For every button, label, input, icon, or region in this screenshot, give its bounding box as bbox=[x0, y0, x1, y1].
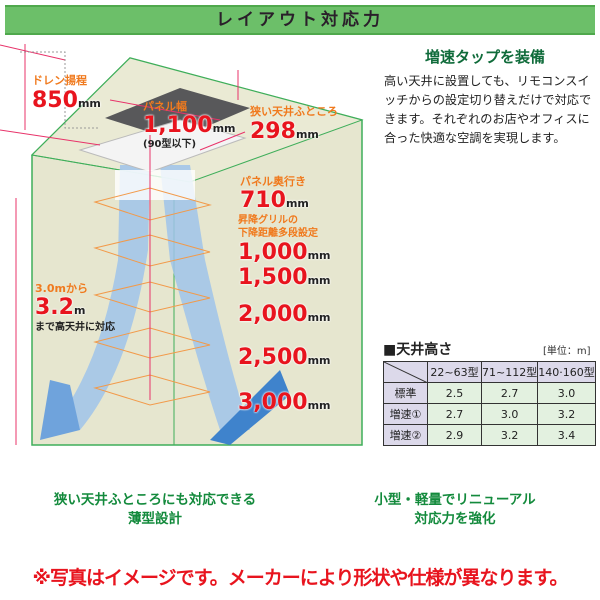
caption-line: 対応力を強化 bbox=[414, 511, 496, 527]
unit: mm bbox=[212, 122, 236, 135]
panel-width-number: 1,100 bbox=[143, 113, 213, 138]
row-header: 標準 bbox=[383, 382, 428, 404]
table-cell: 2.5 bbox=[427, 382, 482, 404]
corner-cell bbox=[383, 361, 428, 383]
column-header: 71~112型 bbox=[480, 361, 539, 383]
table-cell: 2.9 bbox=[427, 424, 482, 446]
row-header: 増速① bbox=[383, 403, 428, 425]
table-cell: 2.7 bbox=[427, 403, 482, 425]
column-header: 140·160型 bbox=[537, 361, 596, 383]
feature-thin-design: 狭い天井ふところにも対応できる 薄型設計 bbox=[10, 491, 300, 529]
ceiling-space-number: 298 bbox=[250, 119, 296, 144]
distance-value: 3,000 bbox=[238, 390, 308, 415]
disclaimer-note: ※写真はイメージです。メーカーにより形状や仕様が異なります。 bbox=[32, 567, 569, 589]
distance-value: 2,500 bbox=[238, 345, 308, 370]
unit: mm bbox=[307, 354, 331, 367]
unit: mm bbox=[307, 274, 331, 287]
room-diagram bbox=[0, 44, 364, 446]
grille-distance: 2,500mm bbox=[238, 347, 331, 369]
height-from: 3.0mから bbox=[35, 282, 88, 295]
panel-depth-value: 710mm bbox=[240, 190, 309, 212]
table-cell: 2.7 bbox=[480, 382, 539, 404]
grille-label-2: 下降距離多段設定 bbox=[238, 228, 318, 239]
panel-depth-number: 710 bbox=[240, 188, 286, 213]
table-header-row: 22~63型 71~112型 140·160型 bbox=[383, 361, 596, 383]
unit: m bbox=[73, 304, 86, 317]
grille-distance: 2,000mm bbox=[238, 304, 331, 326]
height-number: 3.2 bbox=[35, 295, 74, 320]
table-unit: [単位：m] bbox=[543, 346, 591, 357]
unit: mm bbox=[307, 311, 331, 324]
column-header: 22~63型 bbox=[427, 361, 482, 383]
grille-distance: 3,000mm bbox=[238, 392, 331, 414]
ceiling-space-value: 298mm bbox=[250, 121, 319, 143]
table-cell: 3.2 bbox=[480, 424, 539, 446]
grille-distance: 1,000mm bbox=[238, 242, 331, 264]
unit: mm bbox=[307, 249, 331, 262]
ceiling-space-label: 狭い天井ふところ bbox=[250, 105, 338, 118]
height-value: 3.2m bbox=[35, 297, 85, 319]
distance-value: 1,000 bbox=[238, 240, 308, 265]
table-cell: 3.4 bbox=[537, 424, 596, 446]
grille-distance: 1,500mm bbox=[238, 267, 331, 289]
table-cell: 3.2 bbox=[537, 403, 596, 425]
unit: mm bbox=[295, 128, 319, 141]
drain-value: 850mm bbox=[32, 90, 101, 112]
feature-title: 増速タップを装備 bbox=[424, 48, 545, 66]
grille-label-1: 昇降グリルの bbox=[238, 215, 298, 226]
drain-label: ドレン揚程 bbox=[32, 74, 87, 87]
feature-renewal: 小型・軽量でリニューアル 対応力を強化 bbox=[310, 491, 600, 529]
section-header: レイアウト対応力 bbox=[5, 5, 595, 35]
table-cell: 3.0 bbox=[480, 403, 539, 425]
unit: mm bbox=[307, 399, 331, 412]
height-note: まで高天井に対応 bbox=[35, 322, 115, 333]
caption-line: 狭い天井ふところにも対応できる bbox=[53, 492, 257, 508]
airflow-right-arrow bbox=[160, 165, 290, 445]
table-cell: 3.0 bbox=[537, 382, 596, 404]
caption-line: 薄型設計 bbox=[128, 511, 182, 527]
panel-depth-label: パネル奥行き bbox=[240, 175, 306, 188]
table-title: ■天井高さ bbox=[383, 342, 453, 358]
airflow-left-arrow bbox=[40, 165, 150, 440]
distance-value: 1,500 bbox=[238, 265, 308, 290]
distance-value: 2,000 bbox=[238, 302, 308, 327]
row-header: 増速② bbox=[383, 424, 428, 446]
panel-width-note: (90型以下) bbox=[143, 139, 197, 150]
unit: mm bbox=[77, 97, 101, 110]
panel-width-value: 1,100mm bbox=[143, 115, 236, 137]
unit: mm bbox=[285, 197, 309, 210]
caption-line: 小型・軽量でリニューアル bbox=[374, 492, 536, 508]
panel-width-label: パネル幅 bbox=[143, 100, 187, 113]
drain-number: 850 bbox=[32, 88, 78, 113]
feature-body: 高い天井に設置しても、リモコンスイッチからの設定切り替えだけで対応できます。それ… bbox=[384, 74, 592, 145]
